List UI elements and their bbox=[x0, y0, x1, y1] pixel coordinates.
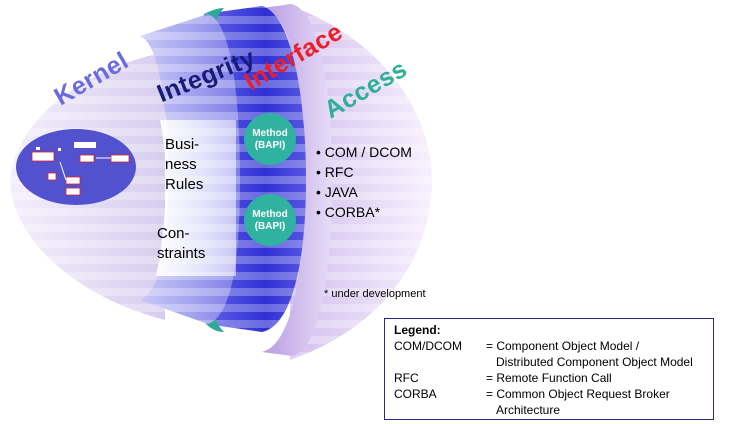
legend-row: RFC = Remote Function Call bbox=[394, 371, 612, 385]
legend-row: Distributed Component Object Model bbox=[496, 355, 693, 369]
access-item: COM / DCOM bbox=[316, 142, 412, 162]
legend-row: Architecture bbox=[496, 403, 561, 417]
method-circle-2 bbox=[244, 194, 296, 246]
footnote: * under development bbox=[324, 288, 426, 300]
method-circle-1 bbox=[244, 113, 296, 165]
kernel-screen-icons bbox=[31, 151, 130, 196]
method-label-2: Method (BAPI) bbox=[252, 209, 288, 232]
access-item: CORBA* bbox=[316, 202, 412, 222]
kernel-core bbox=[16, 129, 136, 205]
access-item: JAVA bbox=[316, 182, 412, 202]
method-label-1: Method (BAPI) bbox=[252, 128, 288, 151]
constraints-label: Con- straints bbox=[157, 225, 206, 262]
business-rules-label: Busi- ness Rules bbox=[165, 136, 204, 193]
integrity-text-band bbox=[156, 120, 236, 276]
access-item: RFC bbox=[316, 162, 412, 182]
legend-row: CORBA = Common Object Request Broker bbox=[394, 387, 670, 401]
legend-box: Legend: COM/DCOM = Component Object Mode… bbox=[384, 318, 714, 420]
legend-row: COM/DCOM = Component Object Model / bbox=[394, 339, 640, 353]
access-list: COM / DCOM RFC JAVA CORBA* bbox=[316, 142, 412, 222]
legend-title: Legend: bbox=[394, 323, 441, 337]
access-ring bbox=[262, 4, 332, 356]
